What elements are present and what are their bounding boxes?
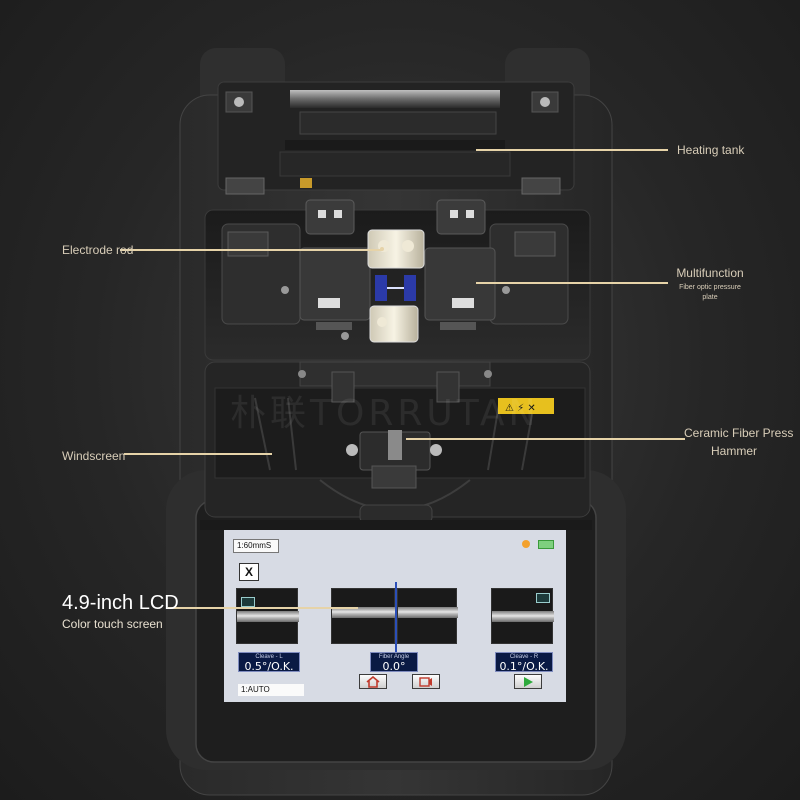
play-icon <box>524 676 533 687</box>
ceramic-hammer-label: Ceramic Fiber Press Hammer <box>684 426 793 459</box>
electrode-rod-label: Electrode rod <box>62 243 134 257</box>
sun-icon <box>522 540 530 548</box>
heating-tank-leader <box>476 149 668 151</box>
heating-tank <box>217 81 575 195</box>
multifunction-subtitle-2: plate <box>702 294 718 302</box>
fiber-view-left <box>236 588 299 644</box>
fiber-right-image <box>492 611 554 622</box>
lcd-speed-label: 1:60mmS <box>233 539 279 553</box>
ceramic-fiber-press-hammer <box>319 430 471 524</box>
record-icon <box>419 676 432 687</box>
settings-icon <box>536 593 550 603</box>
electrode-rod-leader <box>120 249 382 251</box>
ceramic-hammer-leader <box>406 438 685 440</box>
lcd-screen[interactable]: 1:60mmS X Cleave - L 0.5°/O.K. F <box>224 530 566 702</box>
lcd-label-subtitle: Color touch screen <box>62 617 163 631</box>
watermark: 朴联TORRUTAN <box>230 393 539 434</box>
heating-tank-label: Heating tank <box>677 143 745 157</box>
battery-icon <box>538 540 554 549</box>
electrode-rod-dot <box>380 247 384 251</box>
view-divider <box>395 582 397 670</box>
lcd-leader <box>168 607 358 609</box>
lcd-label-title: 4.9-inch LCD <box>62 592 179 614</box>
start-button[interactable] <box>514 674 542 689</box>
lcd-label: 4.9-inch LCD Color touch screen <box>62 591 179 631</box>
multifunction-label: Multifunction Fiber optic pressure plate <box>668 266 752 303</box>
cleave-right-readout: Cleave - R 0.1°/O.K. <box>495 652 553 673</box>
ceramic-hammer-line-1: Ceramic Fiber Press <box>684 426 794 440</box>
mode-label: 1:AUTO <box>238 684 304 696</box>
windscreen-leader <box>124 453 272 455</box>
cleave-right-caption: Cleave - R <box>509 654 539 660</box>
fiber-view-right <box>491 588 554 644</box>
fiber-center-x-image <box>332 607 396 618</box>
splicing-chamber <box>204 199 591 361</box>
ceramic-hammer-line-2: Hammer <box>710 444 757 459</box>
fiber-angle-value: 0.0° <box>382 660 406 673</box>
indicator-dots-icon <box>534 605 550 618</box>
home-icon <box>366 675 380 688</box>
cleave-left-caption: Cleave - L <box>255 654 283 660</box>
fiber-angle-caption: Fiber Angle <box>378 654 410 660</box>
camera-icon <box>241 597 255 607</box>
fiber-view-center-y <box>397 588 458 644</box>
svg-text:⚠ ⚡ ✕: ⚠ ⚡ ✕ <box>505 403 536 414</box>
fiber-view-center-x <box>331 588 396 644</box>
cleave-right-value: 0.1°/O.K. <box>499 660 549 673</box>
cleave-left-readout: Cleave - L 0.5°/O.K. <box>238 652 300 673</box>
fiber-center-y-image <box>398 607 458 618</box>
multifunction-subtitle-1: Fiber optic pressure <box>679 284 741 292</box>
fiber-angle-readout: Fiber Angle 0.0° <box>370 652 418 673</box>
home-button[interactable] <box>359 674 387 689</box>
multifunction-leader <box>476 282 668 284</box>
multifunction-title: Multifunction <box>676 266 744 280</box>
windscreen-label: Windscreen <box>62 449 126 463</box>
record-button[interactable] <box>412 674 440 689</box>
close-button[interactable]: X <box>239 563 259 581</box>
cleave-left-value: 0.5°/O.K. <box>244 660 294 673</box>
fiber-left-image <box>237 611 299 622</box>
